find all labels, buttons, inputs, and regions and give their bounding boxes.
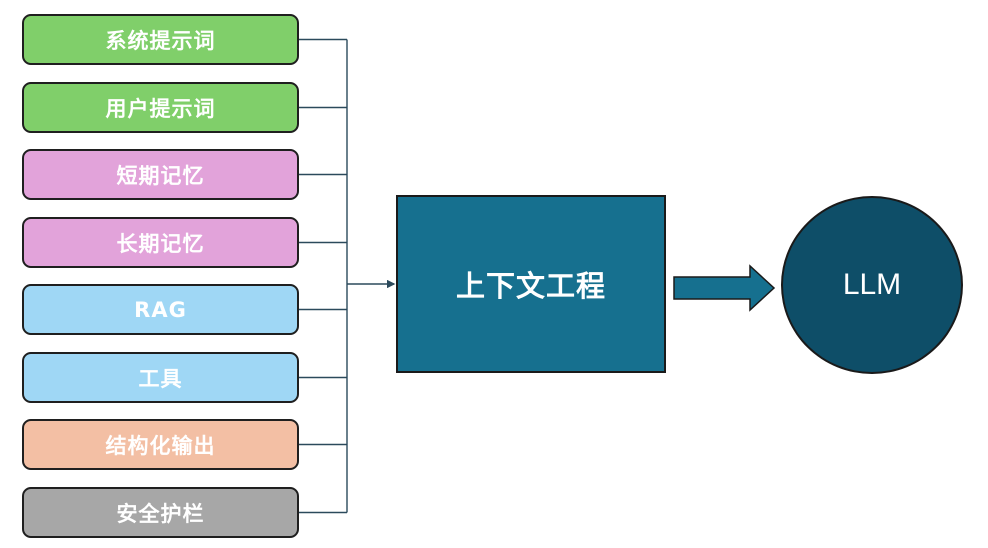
llm-circle: LLM xyxy=(781,196,963,374)
input-box: 用户提示词 xyxy=(22,82,299,133)
input-box: 长期记忆 xyxy=(22,217,299,268)
llm-label: LLM xyxy=(842,268,902,301)
input-box-label: 系统提示词 xyxy=(105,28,216,53)
input-box: RAG xyxy=(22,284,299,335)
input-box-label: 长期记忆 xyxy=(116,231,205,256)
input-box: 短期记忆 xyxy=(22,149,299,200)
input-box-label: 短期记忆 xyxy=(116,163,205,188)
context-engineering-box: 上下文工程 xyxy=(396,195,666,373)
input-box-label: 用户提示词 xyxy=(105,96,216,121)
input-box: 系统提示词 xyxy=(22,14,299,65)
input-box: 安全护栏 xyxy=(22,487,299,538)
context-engineering-label: 上下文工程 xyxy=(455,269,606,303)
input-box-label: 结构化输出 xyxy=(105,433,216,458)
input-box: 工具 xyxy=(22,352,299,403)
input-box-label: 安全护栏 xyxy=(116,501,205,526)
right-arrow-icon xyxy=(673,264,776,312)
input-box: 结构化输出 xyxy=(22,419,299,470)
input-box-label: RAG xyxy=(134,297,187,322)
input-box-label: 工具 xyxy=(138,366,183,391)
